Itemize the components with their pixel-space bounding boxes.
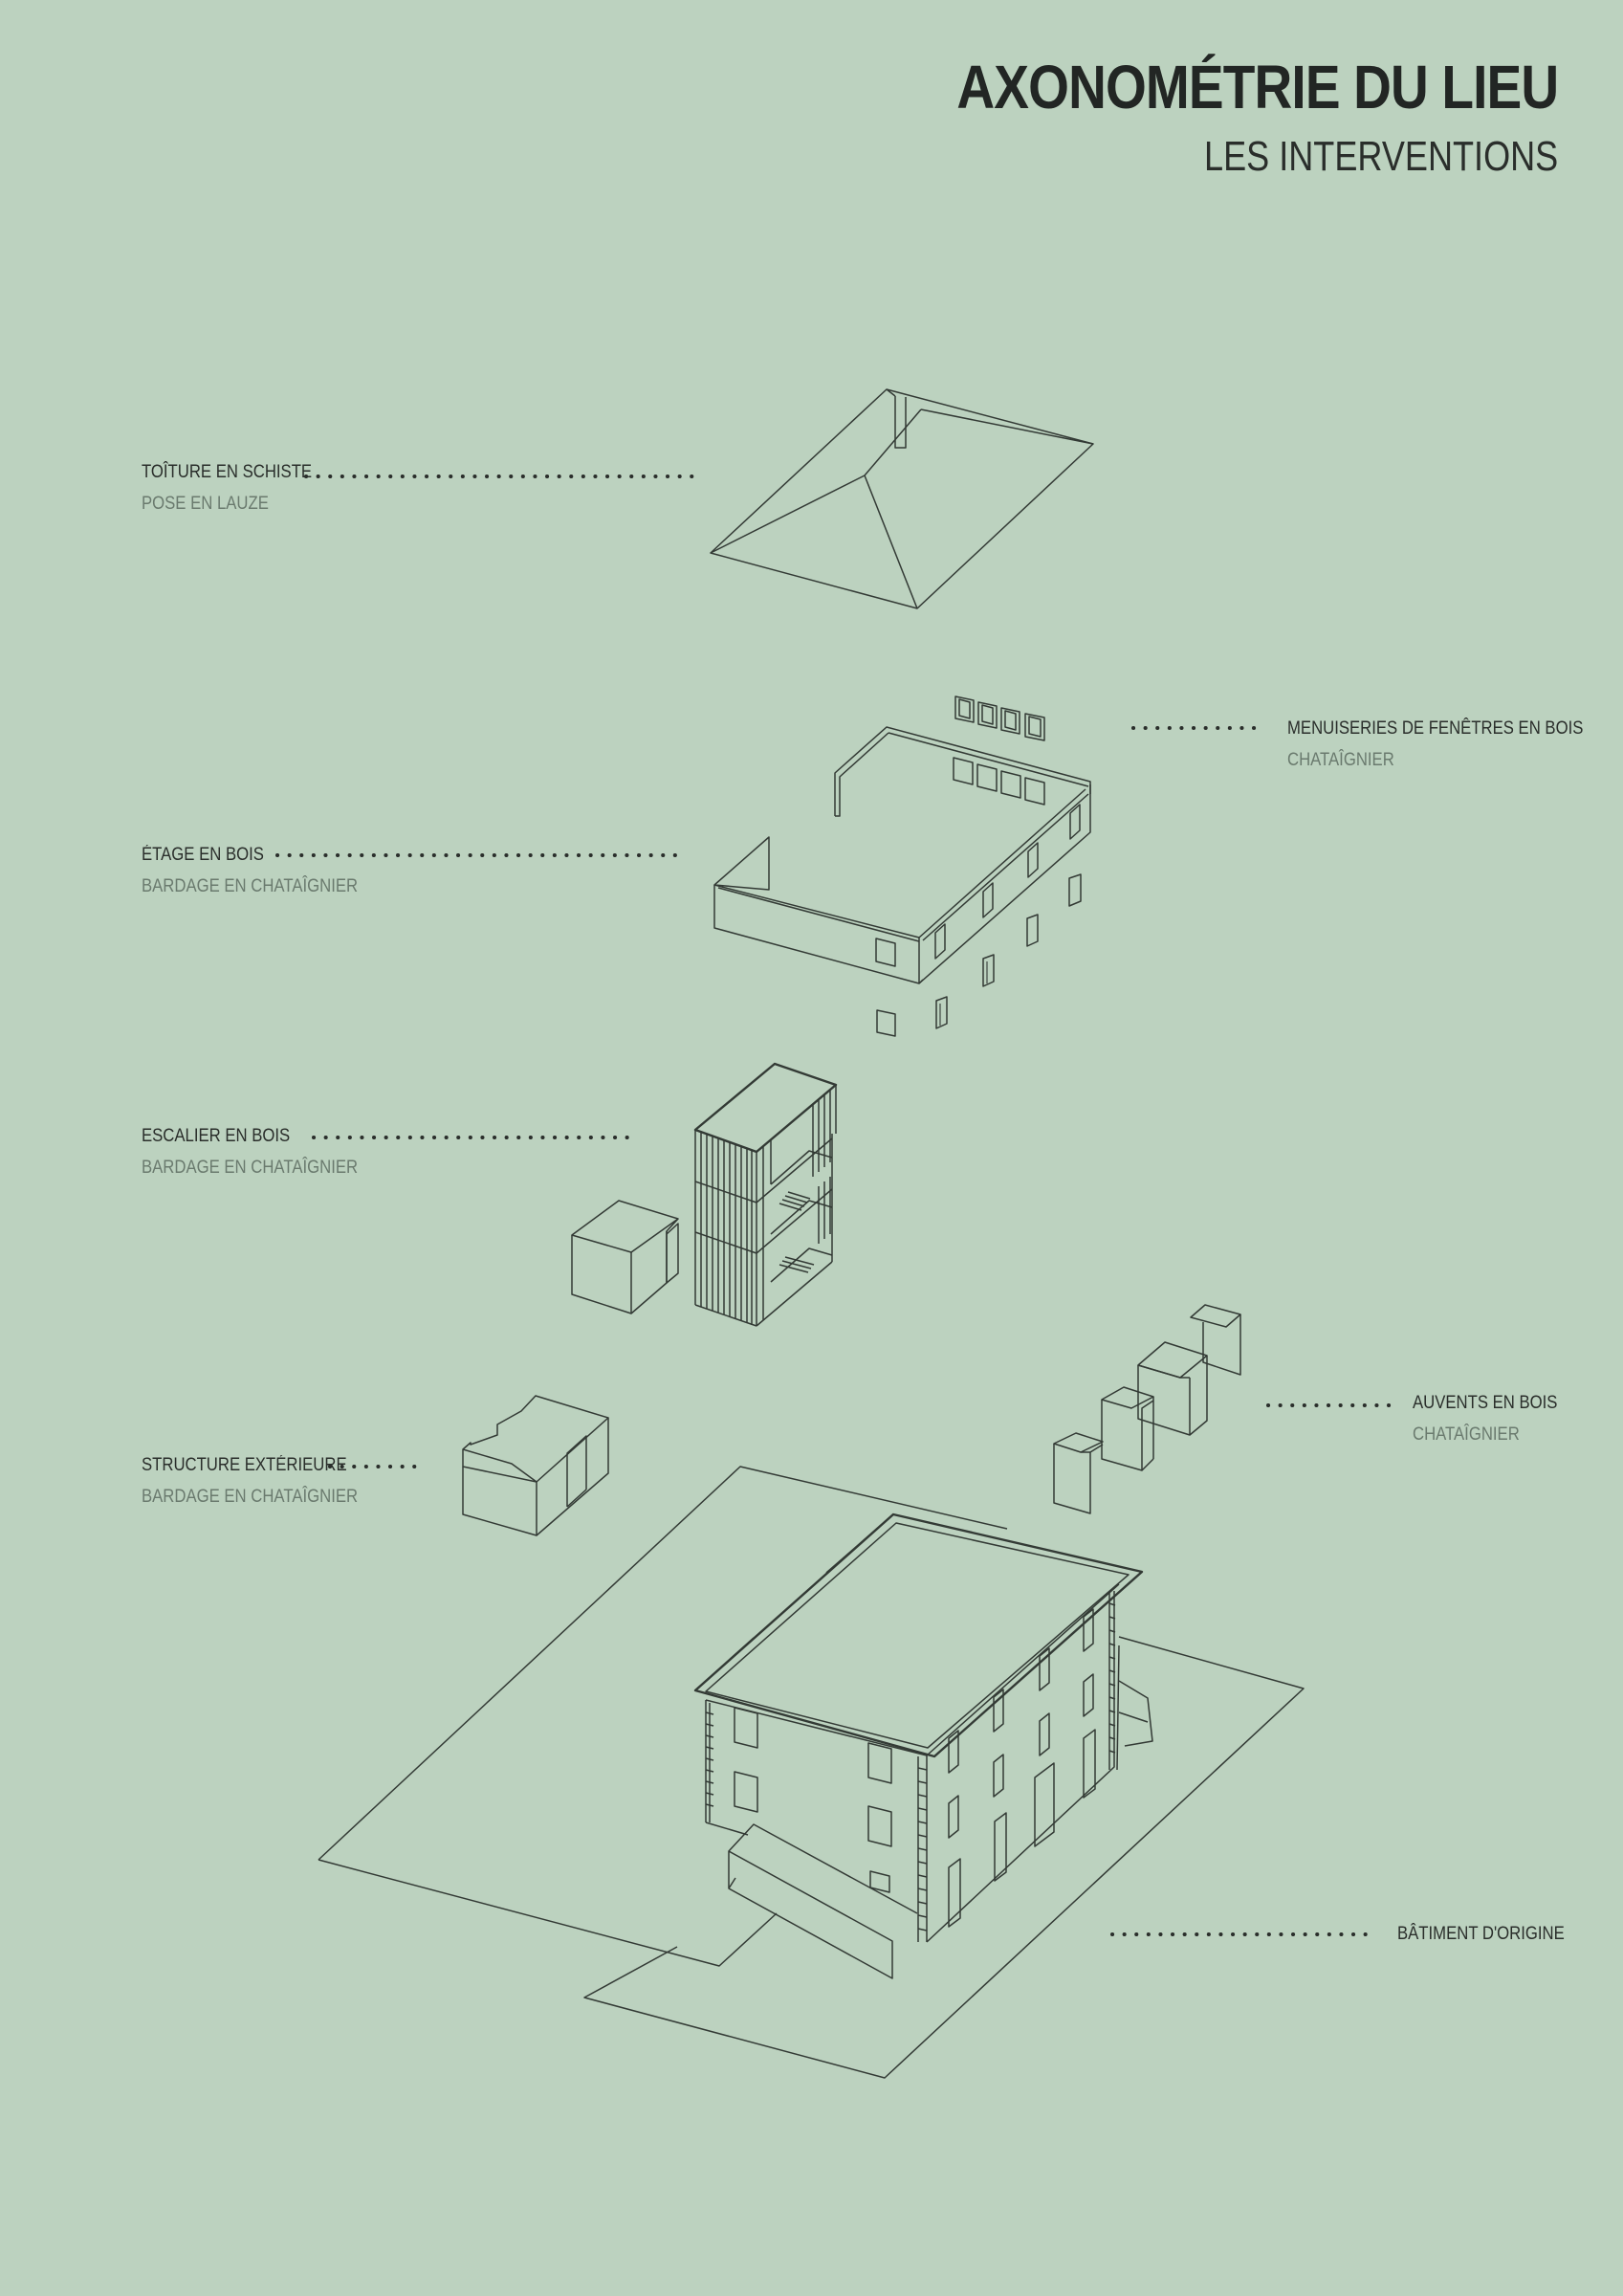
label-awnings-main: AUVENTS EN BOIS xyxy=(1413,1393,1558,1413)
label-floor: ÉTAGE EN BOIS BARDAGE EN CHATAÎGNIER xyxy=(142,845,387,897)
label-windows: MENUISERIES DE FENÊTRES EN BOIS CHATAÎGN… xyxy=(1287,718,1623,771)
building-drawing xyxy=(318,1466,1305,2079)
leader-lines xyxy=(275,475,1393,1936)
label-roof-main: TOÎTURE EN SCHISTE xyxy=(142,462,313,482)
label-structure-sub: BARDAGE EN CHATAÎGNIER xyxy=(142,1487,359,1507)
label-floor-sub: BARDAGE EN CHATAÎGNIER xyxy=(142,876,359,896)
window-row-top xyxy=(954,695,1045,741)
label-structure: STRUCTURE EXTÉRIEURE BARDAGE EN CHATAÎGN… xyxy=(142,1455,387,1508)
label-awnings: AUVENTS EN BOIS CHATAÎGNIER xyxy=(1413,1393,1577,1446)
stair-tower-drawing xyxy=(693,1062,838,1327)
label-stair-main: ESCALIER EN BOIS xyxy=(142,1126,291,1146)
label-stair-sub: BARDAGE EN CHATAÎGNIER xyxy=(142,1158,359,1178)
exterior-structure-drawing xyxy=(462,1395,609,1536)
annex-box-drawing xyxy=(571,1200,679,1314)
label-roof: TOÎTURE EN SCHISTE POSE EN LAUZE xyxy=(142,462,335,515)
label-building: BÂTIMENT D'ORIGINE xyxy=(1397,1924,1588,1945)
label-windows-sub: CHATAÎGNIER xyxy=(1287,750,1394,770)
label-structure-main: STRUCTURE EXTÉRIEURE xyxy=(142,1455,347,1475)
awnings-drawing xyxy=(1053,1304,1241,1514)
label-awnings-sub: CHATAÎGNIER xyxy=(1413,1424,1520,1445)
page-title: AXONOMÉTRIE DU LIEU xyxy=(956,53,1559,121)
title-block: AXONOMÉTRIE DU LIEU LES INTERVENTIONS xyxy=(859,50,1559,186)
roof-drawing xyxy=(710,388,1094,609)
page-subtitle: LES INTERVENTIONS xyxy=(1203,133,1558,180)
label-stair: ESCALIER EN BOIS BARDAGE EN CHATAÎGNIER xyxy=(142,1126,387,1179)
label-roof-sub: POSE EN LAUZE xyxy=(142,494,269,514)
label-floor-main: ÉTAGE EN BOIS xyxy=(142,845,264,865)
label-building-main: BÂTIMENT D'ORIGINE xyxy=(1397,1924,1565,1944)
label-windows-main: MENUISERIES DE FENÊTRES EN BOIS xyxy=(1287,718,1584,739)
floor-drawing xyxy=(713,726,1091,1037)
